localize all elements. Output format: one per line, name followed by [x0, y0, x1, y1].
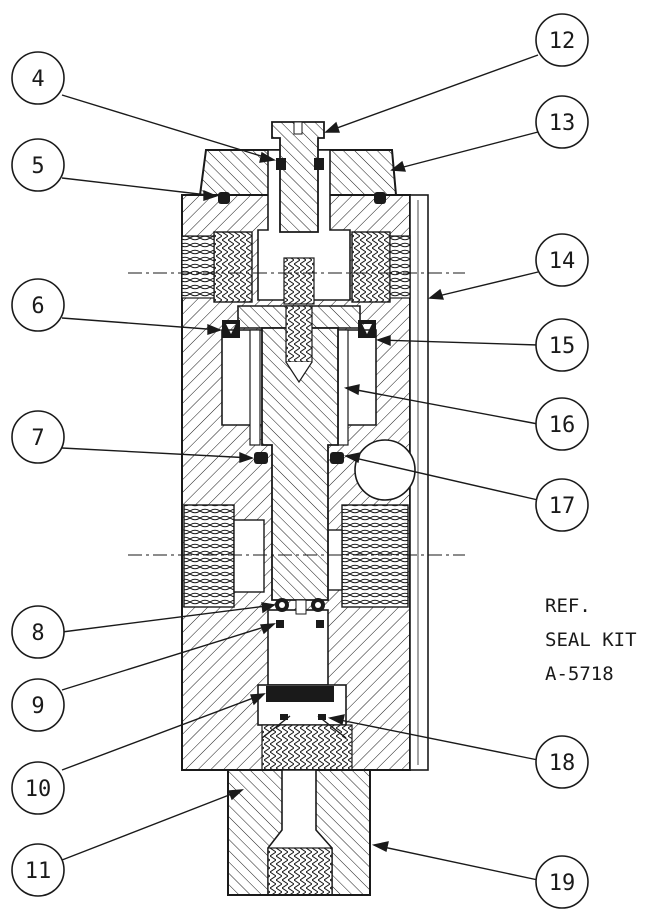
callout-16: 16 — [535, 397, 589, 451]
callout-label-17: 17 — [549, 494, 576, 519]
leader-lines — [61, 54, 539, 881]
callout-17: 17 — [535, 478, 589, 532]
callout-7: 7 — [11, 410, 65, 464]
callout-circle-5 — [11, 138, 65, 192]
callout-13: 13 — [535, 95, 589, 149]
callout-circle-18 — [535, 735, 589, 789]
center-lines — [128, 272, 465, 556]
callout-label-11: 11 — [25, 859, 52, 884]
callout-circle-10 — [11, 761, 65, 815]
callout-6: 6 — [11, 278, 65, 332]
callout-circle-6 — [11, 278, 65, 332]
callout-label-16: 16 — [549, 413, 576, 438]
callout-label-12: 12 — [549, 29, 576, 54]
callout-circle-14 — [535, 233, 589, 287]
callout-label-18: 18 — [549, 751, 576, 776]
callout-9: 9 — [11, 678, 65, 732]
callout-label-5: 5 — [31, 154, 44, 179]
callout-circle-9 — [11, 678, 65, 732]
callout-balloons: 4 5 6 7 8 9 10 11 12 13 14 15 16 17 18 19 — [11, 13, 589, 909]
bottom-fitting — [227, 769, 371, 896]
callout-label-13: 13 — [549, 111, 576, 136]
callout-circle-16 — [535, 397, 589, 451]
stem-piston — [237, 121, 361, 615]
callout-label-10: 10 — [25, 777, 52, 802]
ref-line-3: A-5718 — [545, 663, 614, 685]
callout-4: 4 — [11, 51, 65, 105]
callout-11: 11 — [11, 843, 65, 897]
callout-14: 14 — [535, 233, 589, 287]
callout-18: 18 — [535, 735, 589, 789]
callout-circle-12 — [535, 13, 589, 67]
callout-label-6: 6 — [31, 294, 44, 319]
callout-label-19: 19 — [549, 871, 576, 896]
callout-label-8: 8 — [31, 621, 44, 646]
callout-circle-7 — [11, 410, 65, 464]
callout-label-9: 9 — [31, 694, 44, 719]
ref-line-1: REF. — [545, 595, 591, 617]
callout-circle-17 — [535, 478, 589, 532]
ref-line-2: SEAL KIT — [545, 629, 637, 651]
callout-5: 5 — [11, 138, 65, 192]
callout-circle-19 — [535, 855, 589, 909]
callout-19: 19 — [535, 855, 589, 909]
callout-circle-4 — [11, 51, 65, 105]
callout-12: 12 — [535, 13, 589, 67]
callout-10: 10 — [11, 761, 65, 815]
callout-circle-13 — [535, 95, 589, 149]
callout-label-7: 7 — [31, 426, 44, 451]
callout-circle-15 — [535, 318, 589, 372]
callout-8: 8 — [11, 605, 65, 659]
callout-label-15: 15 — [549, 334, 576, 359]
reference-note: REF. SEAL KIT A-5718 — [545, 595, 637, 685]
callout-label-4: 4 — [31, 67, 44, 92]
callout-circle-11 — [11, 843, 65, 897]
callout-15: 15 — [535, 318, 589, 372]
callout-circle-8 — [11, 605, 65, 659]
callout-label-14: 14 — [549, 249, 576, 274]
